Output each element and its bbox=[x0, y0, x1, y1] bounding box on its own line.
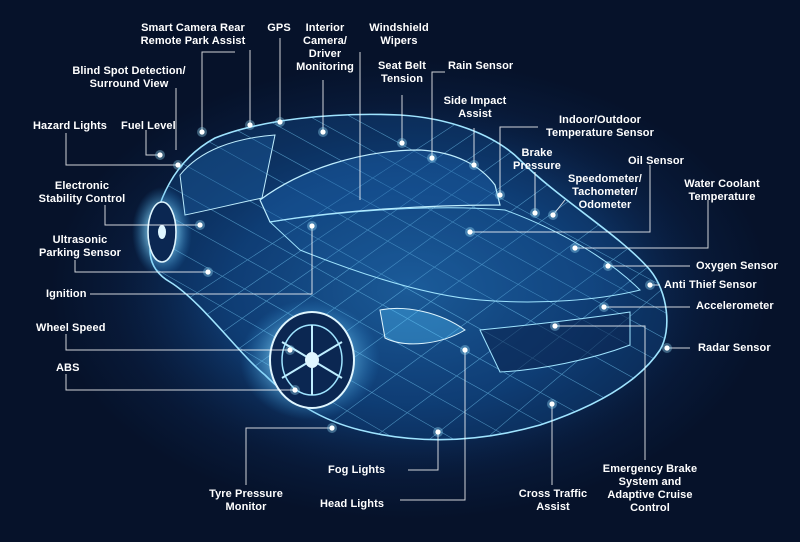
label-anti-thief: Anti Thief Sensor bbox=[664, 279, 774, 292]
label-electronic-stability: Electronic Stability Control bbox=[27, 180, 137, 206]
label-accelerometer: Accelerometer bbox=[696, 300, 796, 313]
label-seat-belt: Seat Belt Tension bbox=[372, 60, 432, 86]
label-ignition: Ignition bbox=[46, 288, 106, 301]
label-wheel-speed: Wheel Speed bbox=[36, 322, 126, 335]
label-gps: GPS bbox=[262, 22, 296, 35]
label-side-impact: Side Impact Assist bbox=[440, 95, 510, 121]
front-wheel bbox=[240, 300, 380, 420]
label-ultrasonic: Ultrasonic Parking Sensor bbox=[30, 234, 130, 260]
label-fuel-level: Fuel Level bbox=[121, 120, 191, 133]
label-speedometer: Speedometer/ Tachometer/ Odometer bbox=[560, 173, 650, 212]
label-interior-camera: Interior Camera/ Driver Monitoring bbox=[292, 22, 358, 74]
label-hazard-lights: Hazard Lights bbox=[33, 120, 123, 133]
label-blind-spot: Blind Spot Detection/ Surround View bbox=[64, 65, 194, 91]
label-radar-sensor: Radar Sensor bbox=[698, 342, 788, 355]
label-oil-sensor: Oil Sensor bbox=[628, 155, 708, 168]
label-tyre-pressure: Tyre Pressure Monitor bbox=[196, 488, 296, 514]
label-cross-traffic: Cross Traffic Assist bbox=[508, 488, 598, 514]
label-rain-sensor: Rain Sensor bbox=[448, 60, 538, 73]
label-smart-camera: Smart Camera Rear Remote Park Assist bbox=[128, 22, 258, 48]
label-brake-pressure: Brake Pressure bbox=[512, 147, 562, 173]
label-windshield-wipers: Windshield Wipers bbox=[366, 22, 432, 48]
label-abs: ABS bbox=[56, 362, 96, 375]
label-oxygen-sensor: Oxygen Sensor bbox=[696, 260, 796, 273]
label-indoor-outdoor: Indoor/Outdoor Temperature Sensor bbox=[540, 114, 660, 140]
label-fog-lights: Fog Lights bbox=[328, 464, 408, 477]
rear-wheel bbox=[132, 187, 192, 277]
label-water-coolant: Water Coolant Temperature bbox=[672, 178, 772, 204]
label-head-lights: Head Lights bbox=[320, 498, 400, 511]
label-emergency-brake: Emergency Brake System and Adaptive Crui… bbox=[595, 463, 705, 515]
